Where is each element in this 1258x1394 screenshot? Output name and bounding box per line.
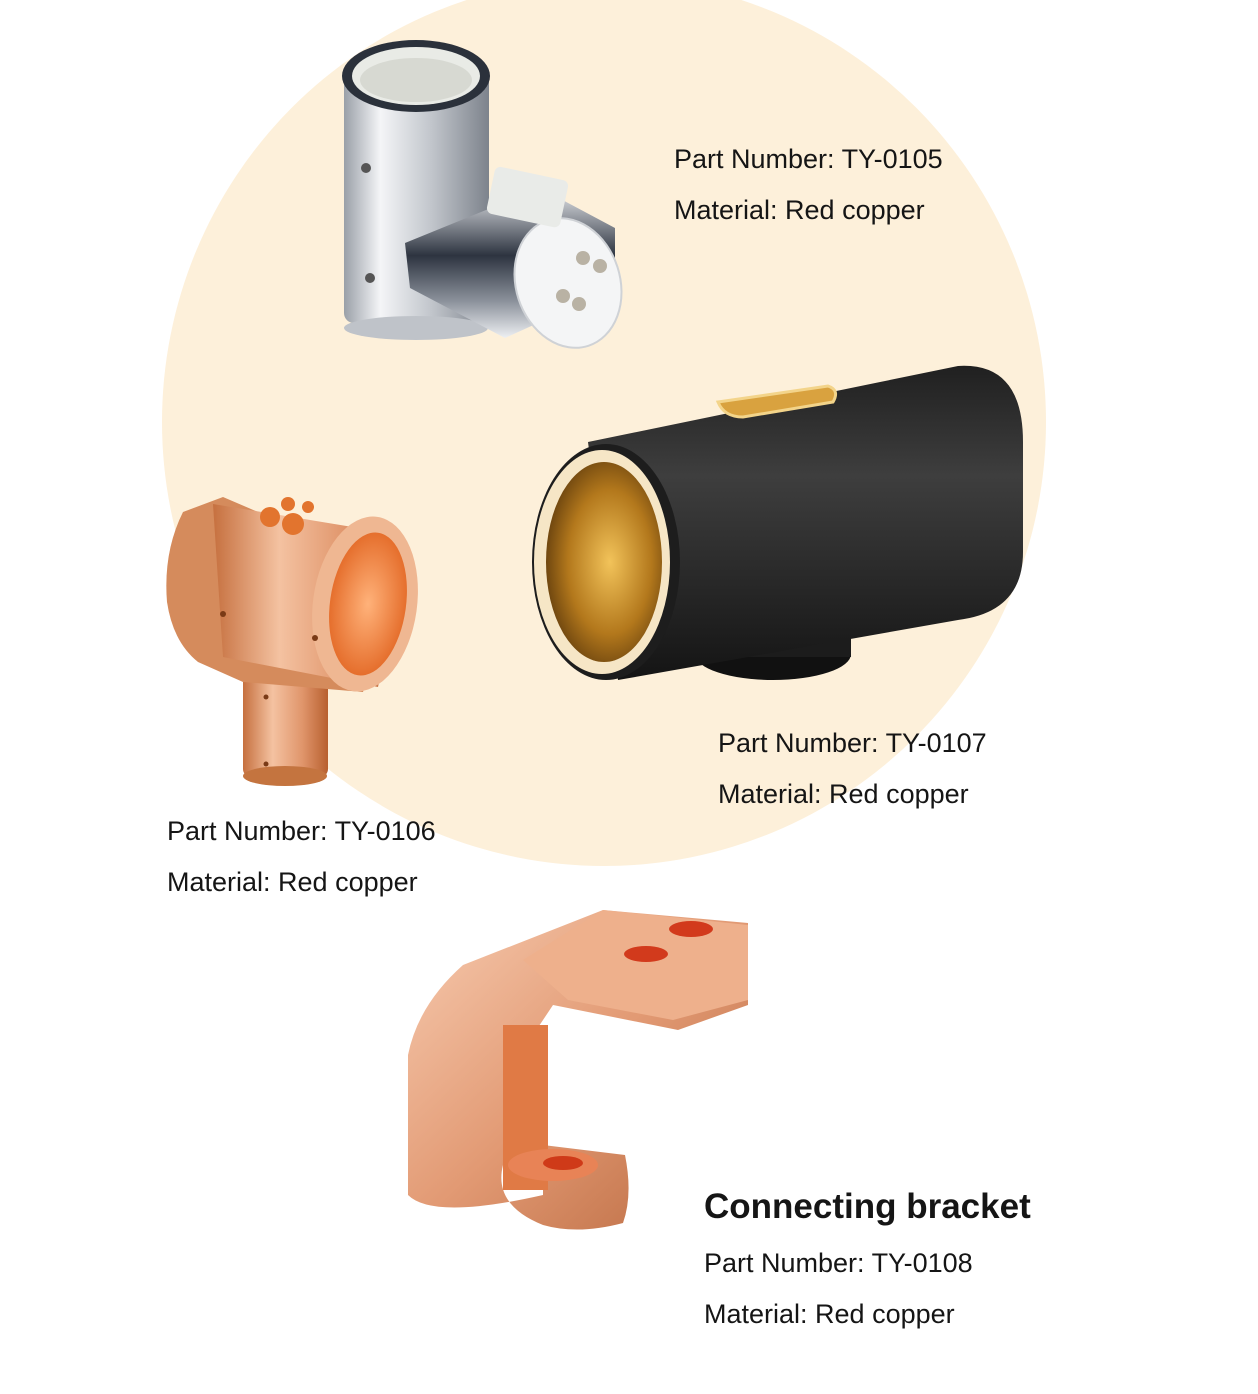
- product-title: Connecting bracket: [704, 1187, 1031, 1226]
- product-image-ty-0106: [163, 492, 425, 787]
- black-tee-fitting-icon: [532, 365, 1023, 680]
- product-image-ty-0105: [330, 38, 640, 349]
- material: Material: Red copper: [674, 195, 925, 225]
- material: Material: Red copper: [167, 867, 418, 897]
- product-label-ty-0105: Part Number: TY-0105 Material: Red coppe…: [674, 146, 943, 224]
- silver-tee-fitting-icon: [342, 40, 623, 349]
- product-label-ty-0107: Part Number: TY-0107 Material: Red coppe…: [718, 730, 987, 808]
- product-image-ty-0108: [403, 905, 753, 1240]
- product-label-ty-0106: Part Number: TY-0106 Material: Red coppe…: [167, 818, 436, 896]
- part-number: Part Number: TY-0107: [718, 728, 987, 758]
- product-image-ty-0107: [528, 362, 1028, 687]
- part-number: Part Number: TY-0106: [167, 816, 436, 846]
- product-label-ty-0108: Connecting bracket Part Number: TY-0108 …: [704, 1189, 1031, 1328]
- material: Material: Red copper: [718, 779, 969, 809]
- part-number: Part Number: TY-0108: [704, 1248, 973, 1278]
- material: Material: Red copper: [704, 1299, 955, 1329]
- copper-bracket-icon: [408, 910, 748, 1230]
- copper-elbow-fitting-icon: [166, 497, 418, 786]
- part-number: Part Number: TY-0105: [674, 144, 943, 174]
